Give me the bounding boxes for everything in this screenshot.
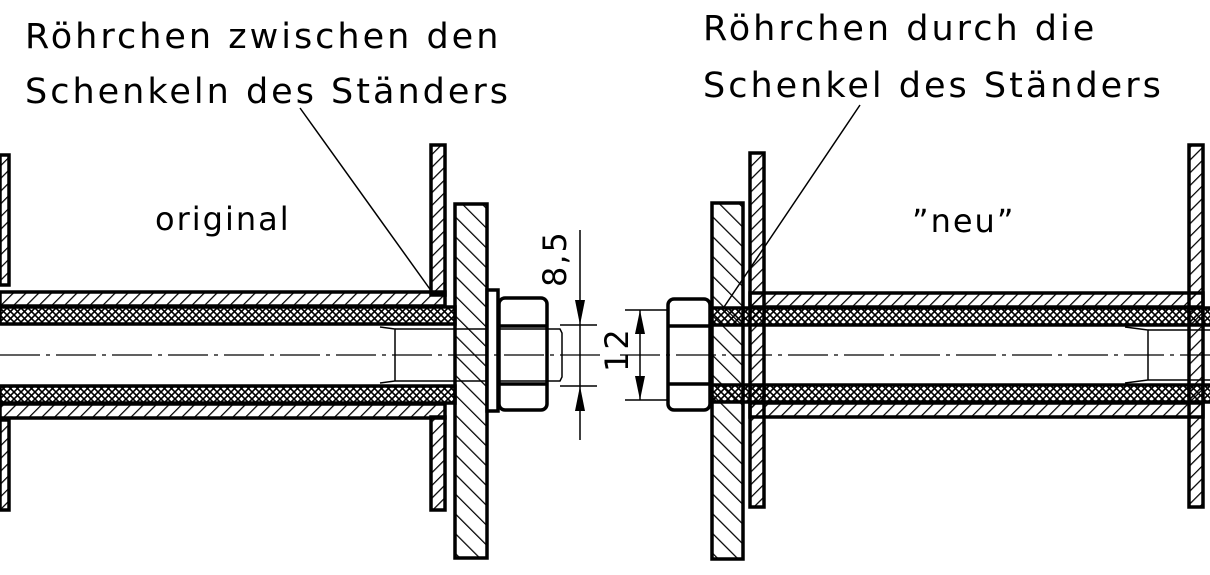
left-outer-tube-top bbox=[0, 290, 447, 308]
right-outer-tube-bottom bbox=[748, 401, 1205, 419]
right-inner-tube-bottom bbox=[708, 383, 1210, 404]
left-inner-tube-top bbox=[0, 305, 457, 326]
left-outer-tube-bottom bbox=[0, 402, 447, 420]
left-callout: Röhrchen zwischen den Schenkeln des Stän… bbox=[25, 17, 511, 112]
right-mounting-plate bbox=[710, 201, 745, 561]
right-inner-tube-top bbox=[708, 306, 1210, 327]
left-assembly bbox=[0, 143, 563, 560]
left-washer bbox=[485, 288, 500, 413]
right-stand-leg-left bbox=[748, 151, 766, 509]
dimension-nut: 12 bbox=[598, 309, 668, 401]
dimension-nut-value: 12 bbox=[598, 327, 636, 372]
dimension-bore: 8,5 bbox=[536, 230, 597, 440]
left-callout-line-2: Schenkeln des Ständers bbox=[25, 72, 511, 112]
right-assembly bbox=[666, 143, 1210, 561]
left-inner-tube-bottom bbox=[0, 384, 457, 405]
left-stand-leg-outer-top bbox=[0, 153, 11, 287]
dimension-bore-value: 8,5 bbox=[536, 230, 574, 287]
right-outer-tube-top bbox=[748, 291, 1205, 309]
left-stand-leg-bottom bbox=[429, 415, 447, 512]
left-nut bbox=[497, 296, 549, 412]
left-view-label: original bbox=[155, 200, 291, 238]
left-stand-leg-top bbox=[429, 143, 447, 297]
right-callout: Röhrchen durch die Schenkel des Ständers bbox=[703, 9, 1164, 106]
right-callout-line-1: Röhrchen durch die bbox=[703, 9, 1097, 49]
left-stand-leg-outer-bottom bbox=[0, 418, 11, 512]
right-view-label: ”neu” bbox=[912, 202, 1015, 240]
right-callout-line-2: Schenkel des Ständers bbox=[703, 66, 1164, 106]
left-leader-line bbox=[299, 107, 433, 293]
left-callout-line-1: Röhrchen zwischen den bbox=[25, 17, 501, 57]
right-leader-line bbox=[721, 104, 861, 311]
